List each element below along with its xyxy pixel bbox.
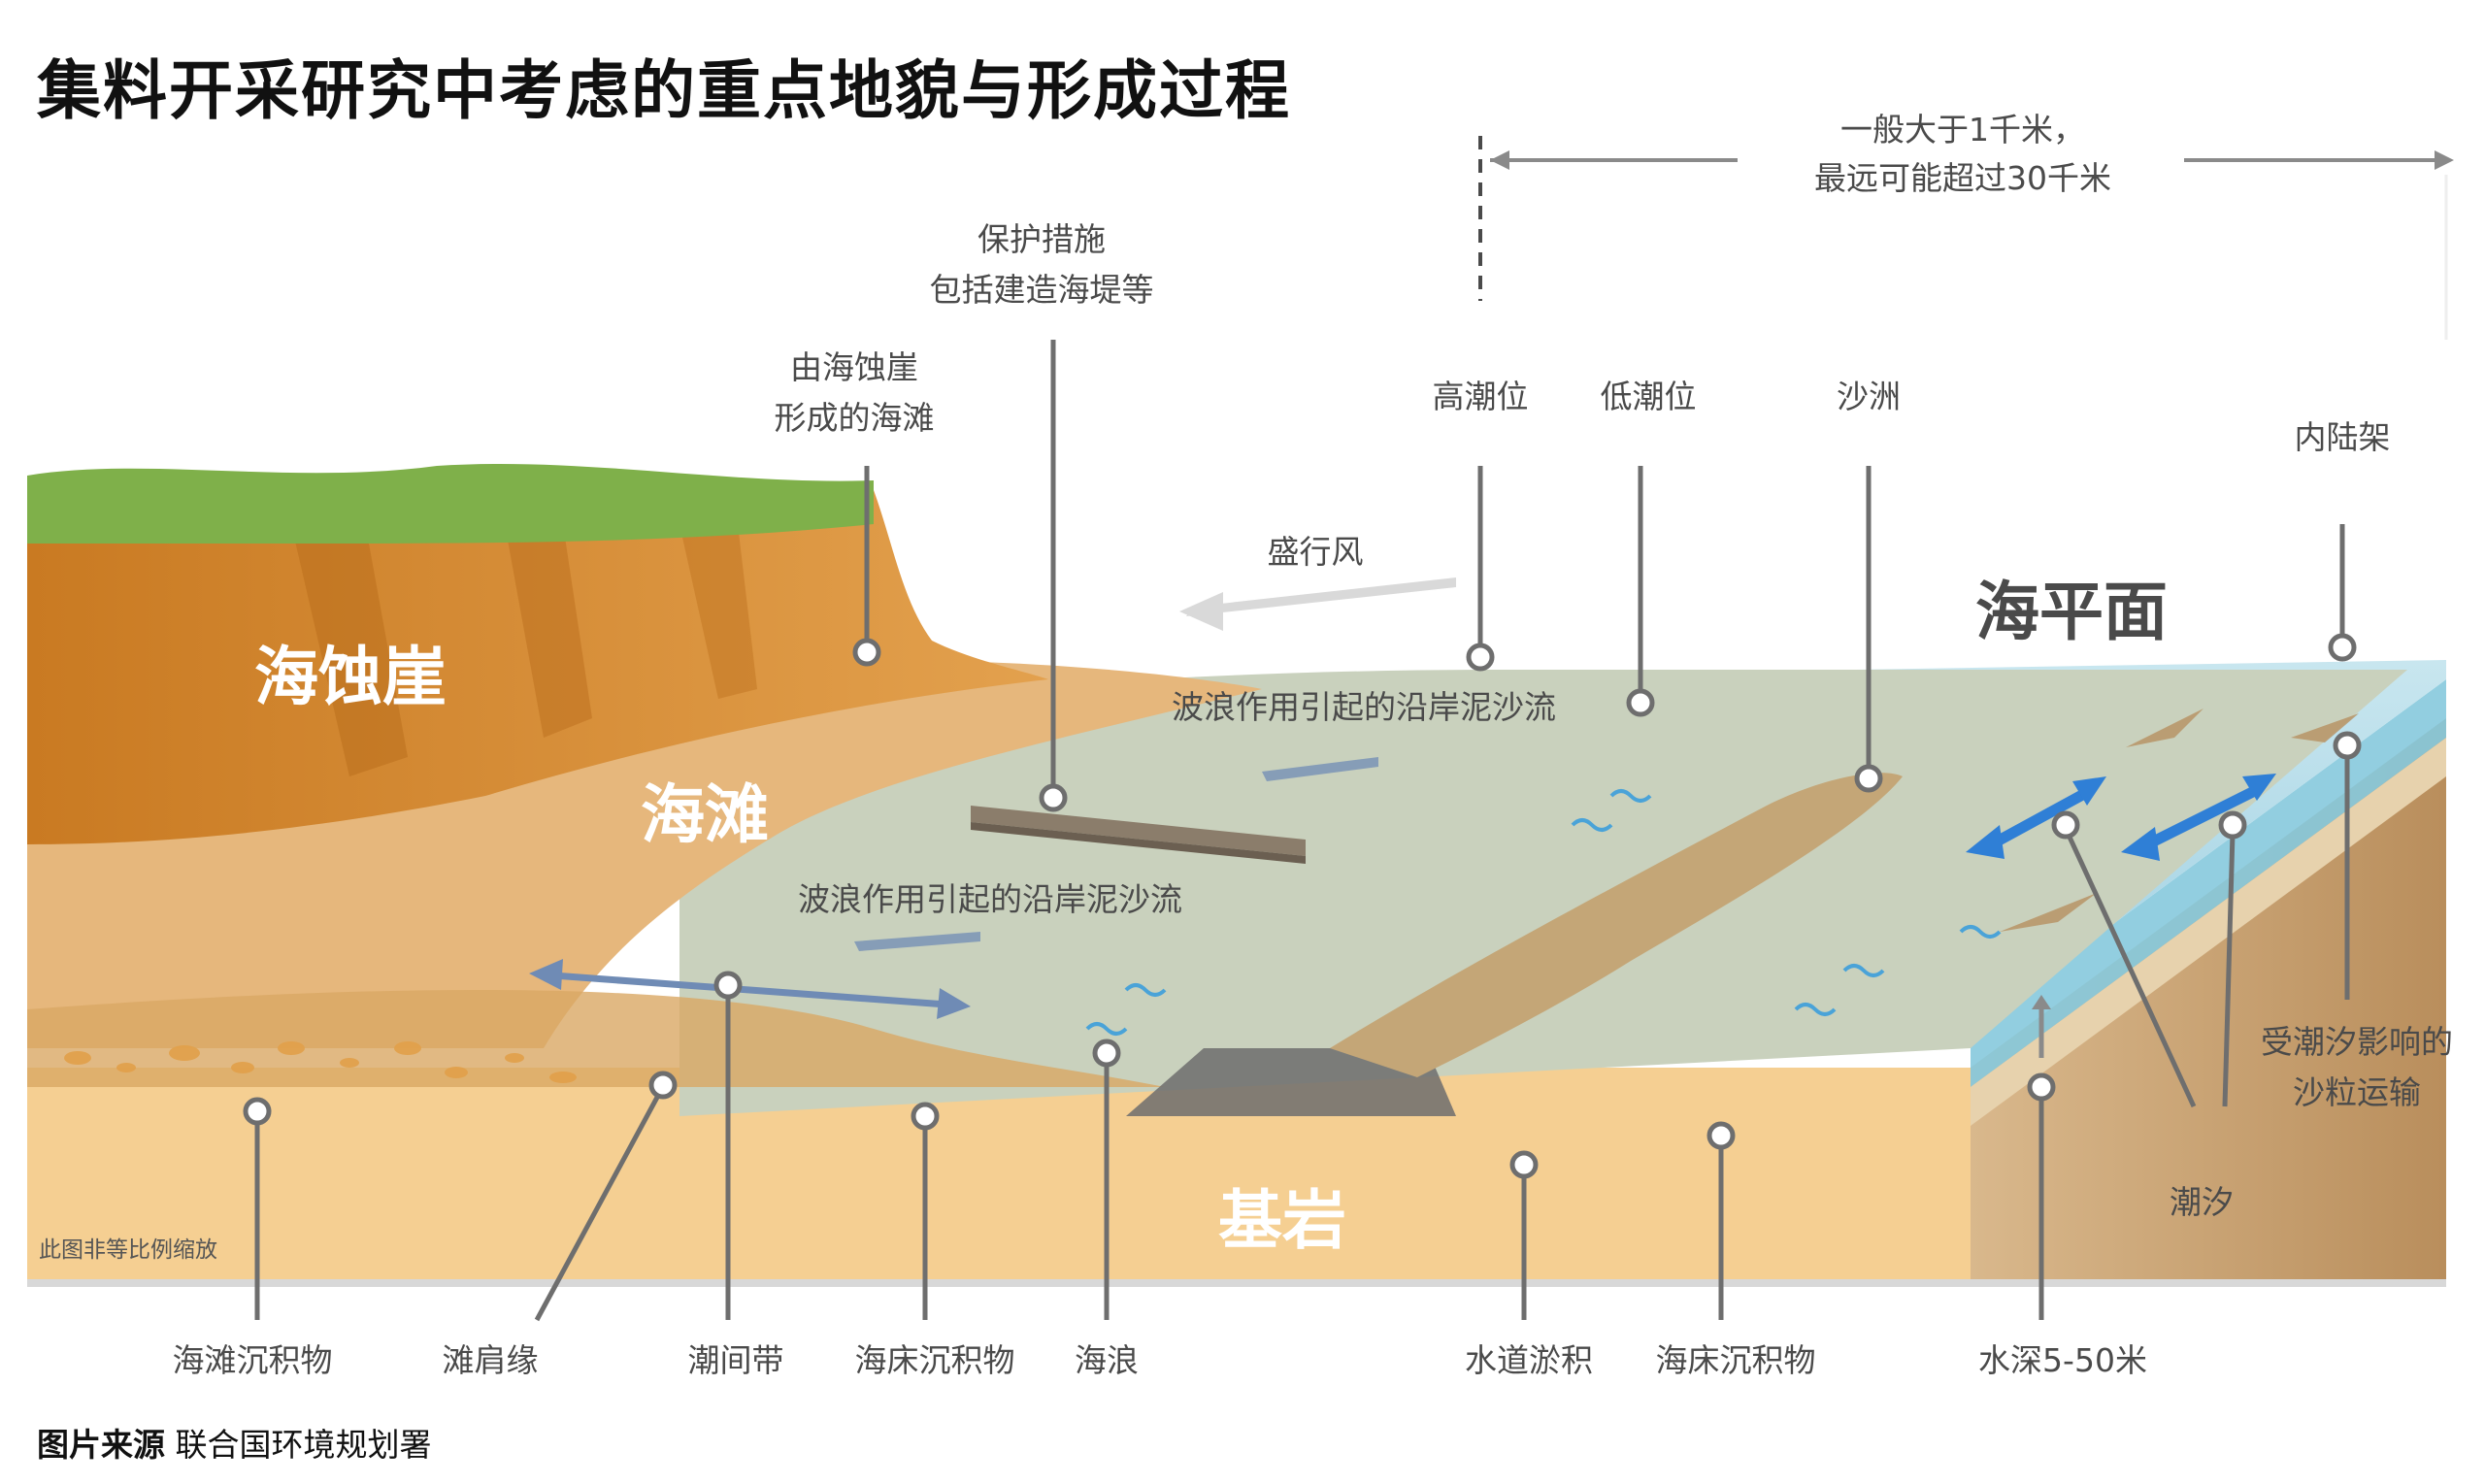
- distance-indicator: 一般大于1千米， 最远可能超过30千米: [1478, 111, 2454, 340]
- seawall: [971, 806, 1306, 864]
- distance-line1: 一般大于1千米，: [1840, 111, 2085, 148]
- beach-deposit-pebbles: [64, 1041, 577, 1083]
- bedrock-label: 基岩: [1218, 1183, 1346, 1258]
- bottom-label-beach-deposit: 海滩沉积物: [173, 1341, 333, 1379]
- scale-note: 此图非等比例缩放: [39, 1237, 217, 1263]
- sandbar-label: 沙洲: [1837, 378, 1901, 415]
- high-tide-label: 高潮位: [1433, 378, 1529, 415]
- longshore-upper-label: 波浪作用引起的沿岸泥沙流: [1172, 688, 1556, 726]
- bottom-label-berm-crest: 滩肩缘: [443, 1341, 539, 1379]
- shelf-ripples: [2000, 709, 2359, 932]
- bottom-label-seabed-deposit: 海床沉积物: [855, 1341, 1015, 1379]
- tidal-transport-line1: 受潮汐影响的: [2261, 1023, 2453, 1061]
- svg-text:盛行风: 盛行风: [1268, 533, 1364, 571]
- tidal-transport-line2: 沙粒运输: [2293, 1073, 2421, 1111]
- source-prefix: 图片来源: [37, 1426, 165, 1464]
- longshore-lower-label: 波浪作用引起的沿岸泥沙流: [798, 880, 1182, 918]
- bottom-label-intertidal: 潮间带: [688, 1341, 784, 1379]
- source-credit: 图片来源 联合国环境规划署: [37, 1419, 432, 1466]
- sea-cliff-shape: [27, 463, 1048, 844]
- bottom-label-channel-deposit: 水道淤积: [1465, 1341, 1593, 1379]
- tide-arrows: [1966, 774, 2276, 861]
- bottom-label-seabed-deposit-2: 海床沉积物: [1656, 1341, 1816, 1379]
- channel-deposit: [1126, 1048, 1456, 1116]
- sea-cliff-label: 海蚀崖: [254, 640, 447, 714]
- page-title: 集料开采研究中考虑的重点地貌与形成过程: [37, 53, 1291, 128]
- intertidal-arrow: [529, 959, 971, 1019]
- sandbar-shape: [1330, 773, 1903, 1077]
- protection-label-line1: 保护措施: [977, 220, 1106, 258]
- longshore-upper-arrow: [1262, 757, 1378, 781]
- water-depth-arrow: [2032, 995, 2051, 1058]
- inner-shelf-label: 内陆架: [2295, 418, 2391, 456]
- prevailing-wind: 盛行风: [1179, 533, 1456, 631]
- bottom-label-water-depth: 水深5-50米: [1978, 1341, 2147, 1379]
- shallow-water: [679, 670, 2407, 1116]
- cliff-beach-label-line1: 由海蚀崖: [790, 348, 918, 386]
- beach-label: 海滩: [641, 777, 769, 852]
- wave-squiggles: [1085, 789, 2002, 1036]
- longshore-lower-arrow: [854, 932, 980, 951]
- source-text: 联合国环境规划署: [175, 1426, 432, 1464]
- distance-line2: 最远可能超过30千米: [1814, 159, 2111, 197]
- low-tide-label: 低潮位: [1601, 378, 1697, 415]
- tide-label: 潮汐: [2170, 1183, 2234, 1221]
- cliff-beach-label-line2: 形成的海滩: [775, 399, 935, 437]
- bedrock-layer: [27, 679, 2446, 1287]
- sea-level-label: 海平面: [1975, 575, 2168, 649]
- protection-label-line2: 包括建造海堤等: [930, 271, 1154, 309]
- callouts: [243, 340, 2362, 1322]
- bottom-label-waves: 海浪: [1075, 1341, 1139, 1379]
